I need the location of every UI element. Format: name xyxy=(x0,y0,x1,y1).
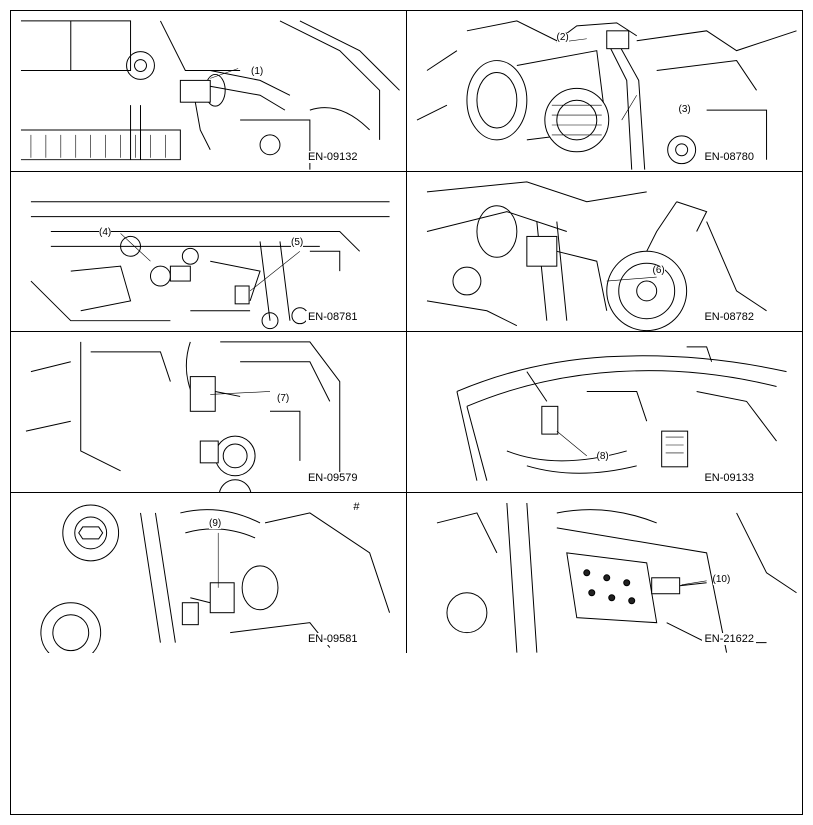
engine-drawing-cam-sensor xyxy=(11,332,406,492)
panel-en-08780: (2) (3) EN-08780 xyxy=(406,11,803,172)
panel-en-09581: (9) # EN-09581 xyxy=(11,492,407,654)
figure-code: EN-08782 xyxy=(702,311,756,324)
panel-en-09133: (8) EN-09133 xyxy=(406,332,803,493)
callout-4: (4) xyxy=(99,226,112,238)
figure-code: EN-09579 xyxy=(305,471,360,484)
callout-5: (5) xyxy=(291,236,304,248)
callout-1: (1) xyxy=(251,66,264,77)
panel-en-08782: (6) EN-08782 xyxy=(406,172,803,333)
figure-code: EN-21622 xyxy=(702,633,756,646)
figure-code: EN-09132 xyxy=(305,150,360,163)
callout-2: (2) xyxy=(556,32,569,43)
engine-drawing-oil-pressure-switch xyxy=(407,332,803,492)
panel-en-09579: (7) EN-09579 xyxy=(11,332,407,493)
corner-mark: # xyxy=(353,500,360,513)
figure-code: EN-08780 xyxy=(702,150,756,163)
engine-drawing-knock-sensor xyxy=(11,493,406,654)
callout-10: (10) xyxy=(712,573,731,585)
engine-drawing-pulley-sensor xyxy=(407,172,803,332)
callout-3: (3) xyxy=(678,104,691,115)
callout-7: (7) xyxy=(277,393,290,405)
figure-code: EN-09581 xyxy=(305,633,360,646)
panel-en-21622: (10) EN-21622 xyxy=(407,493,803,654)
engine-drawing-maf-sensor xyxy=(11,11,406,171)
illustration-table: (1) EN-09132 xyxy=(10,10,803,815)
figure-code: EN-08781 xyxy=(305,311,360,324)
callout-9: (9) xyxy=(209,517,222,529)
panel-en-08781: (4) (5) EN-08781 xyxy=(11,171,407,333)
engine-drawing-throttle-body xyxy=(407,11,803,171)
callout-8: (8) xyxy=(596,451,609,463)
figure-code: EN-09133 xyxy=(702,471,756,484)
panel-en-09132: (1) EN-09132 xyxy=(11,11,407,172)
engine-drawing-harness-connector xyxy=(407,493,803,654)
engine-drawing-manifold-sensors xyxy=(11,172,406,332)
callout-6: (6) xyxy=(652,264,665,276)
illustration-grid: (1) EN-09132 xyxy=(11,11,802,814)
